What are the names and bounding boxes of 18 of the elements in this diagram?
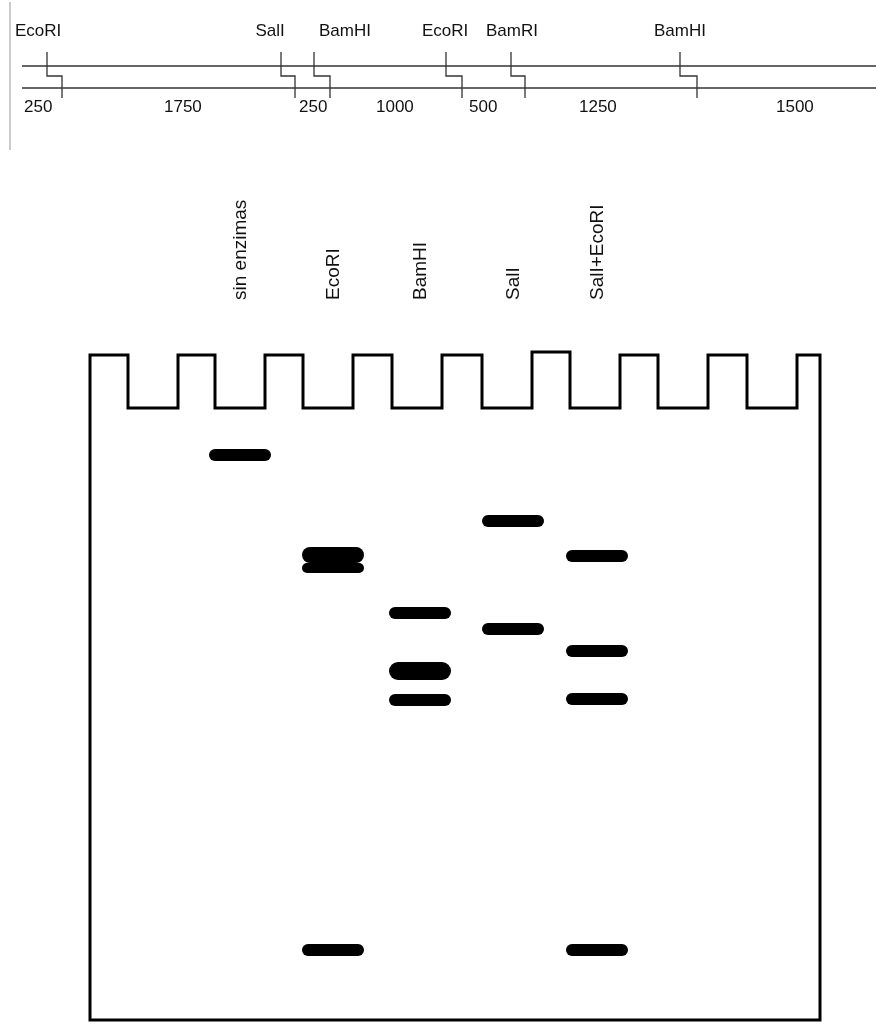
lane-label: BamHI [410, 241, 429, 300]
restriction-site-label: EcoRI [15, 22, 62, 39]
fragment-size-label: 250 [24, 98, 53, 115]
fragment-size-label: 1750 [164, 98, 202, 115]
fragment-size-label: 1000 [376, 98, 414, 115]
fragment-size-label: 250 [299, 98, 328, 115]
lane-label: SalI+EcoRI [587, 204, 606, 300]
restriction-site-label: BamRI [486, 22, 538, 39]
fragment-size-label: 1250 [579, 98, 617, 115]
lane-label: SalI [503, 267, 522, 300]
fragment-size-label: 500 [469, 98, 498, 115]
restriction-site-label: SalI [255, 22, 285, 39]
restriction-site-label: EcoRI [422, 22, 469, 39]
lane-label: sin enzimas [230, 199, 249, 300]
lane-label: EcoRI [323, 248, 342, 300]
fragment-size-label: 1500 [776, 98, 814, 115]
restriction-site-label: BamHI [319, 22, 371, 39]
restriction-site-label: BamHI [654, 22, 706, 39]
